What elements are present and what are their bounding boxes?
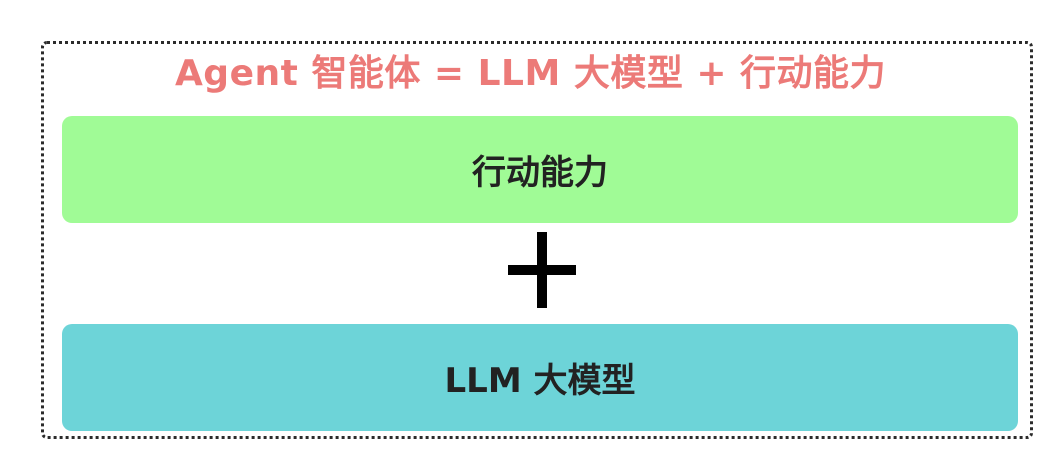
action-capability-box: 行动能力	[62, 116, 1018, 223]
plus-icon	[508, 232, 576, 308]
diagram-title: Agent 智能体 = LLM 大模型 + 行动能力	[174, 53, 887, 94]
plus-vertical-bar	[537, 232, 547, 308]
llm-model-box: LLM 大模型	[62, 324, 1018, 431]
llm-model-label: LLM 大模型	[444, 361, 636, 401]
action-capability-label: 行动能力	[472, 153, 608, 193]
dotted-frame	[41, 41, 1033, 439]
